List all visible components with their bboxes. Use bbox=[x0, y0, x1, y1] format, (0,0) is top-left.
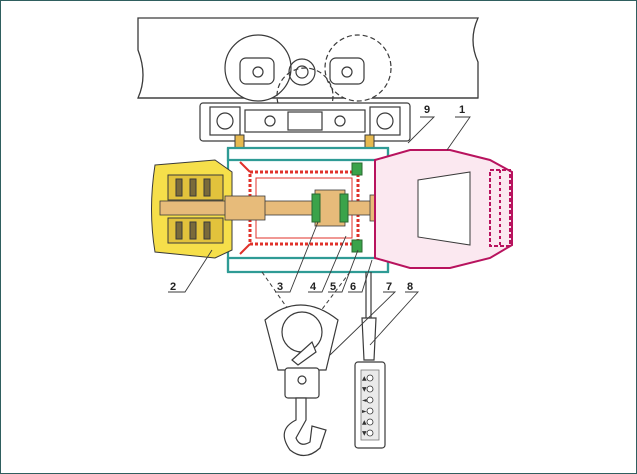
callout-label-7: 7 bbox=[386, 281, 392, 293]
i-beam bbox=[136, 17, 480, 99]
pendant-cable bbox=[361, 272, 377, 361]
callout-label-5: 5 bbox=[330, 281, 336, 293]
callout-label-4: 4 bbox=[310, 281, 317, 293]
pendant-button-glyph: ► bbox=[362, 408, 367, 415]
callout-label-3: 3 bbox=[277, 281, 283, 293]
callout-labels: 1 2 3 4 5 6 7 8 9 bbox=[170, 104, 465, 293]
trolley-frame bbox=[199, 102, 411, 142]
pendant-button-glyph: ▲ bbox=[362, 419, 367, 426]
leader-lines bbox=[168, 116, 471, 356]
hook-block bbox=[264, 304, 339, 457]
trolley-wheels bbox=[224, 34, 392, 125]
pendant-button-glyph: ▼ bbox=[362, 386, 367, 393]
pendant-button-glyph: ◄ bbox=[362, 397, 367, 404]
callout-label-1: 1 bbox=[459, 104, 465, 116]
callout-label-6: 6 bbox=[350, 281, 356, 293]
pendant-control[interactable]: ▲ ▼ ◄ ► ▲ ▼ bbox=[354, 361, 386, 449]
motor bbox=[374, 149, 513, 269]
callout-label-9: 9 bbox=[424, 104, 430, 116]
callout-label-8: 8 bbox=[407, 281, 413, 293]
callout-label-2: 2 bbox=[170, 281, 176, 293]
pendant-button-glyph: ▼ bbox=[362, 430, 367, 437]
pendant-button-glyph: ▲ bbox=[362, 375, 367, 382]
